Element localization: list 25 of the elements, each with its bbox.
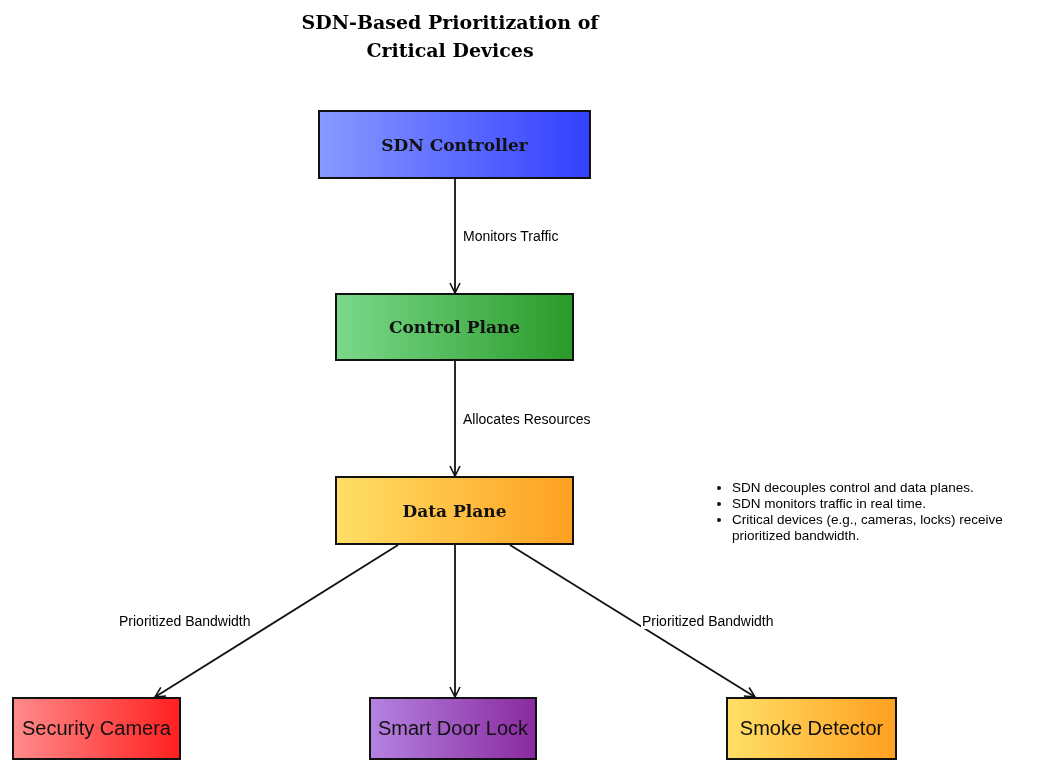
diagram-title: SDN-Based Prioritization of Critical Devices [300,10,600,63]
edge-label: Monitors Traffic [462,228,560,244]
device-box [726,697,897,760]
node-label: Security Camera [22,717,171,740]
node-label: Control Plane [388,317,521,337]
note-text: Critical devices (e.g., cameras, locks) receive prioritized bandwidth. [732,512,1003,543]
layer-box [335,293,574,361]
node-label: Smart Door Lock [377,717,529,740]
note-text: SDN monitors traffic in real time. [732,496,927,511]
arrow [449,360,461,477]
device-box [12,697,181,760]
layer-box [318,110,591,179]
layer-box [335,476,574,545]
node-label: Smoke Detector [739,717,884,740]
edge-label: Allocates Resources [462,411,592,427]
edge-label: Prioritized Bandwidth [118,613,252,629]
note-text: SDN decouples control and data planes. [732,480,974,495]
node-label: SDN Controller [381,134,528,155]
arrow [449,178,461,294]
arrow [154,544,399,698]
arrow [509,544,756,698]
device-box [369,697,537,760]
arrow [449,544,461,698]
edge-label: Prioritized Bandwidth [641,613,775,629]
node-label: Data Plane [402,500,507,521]
